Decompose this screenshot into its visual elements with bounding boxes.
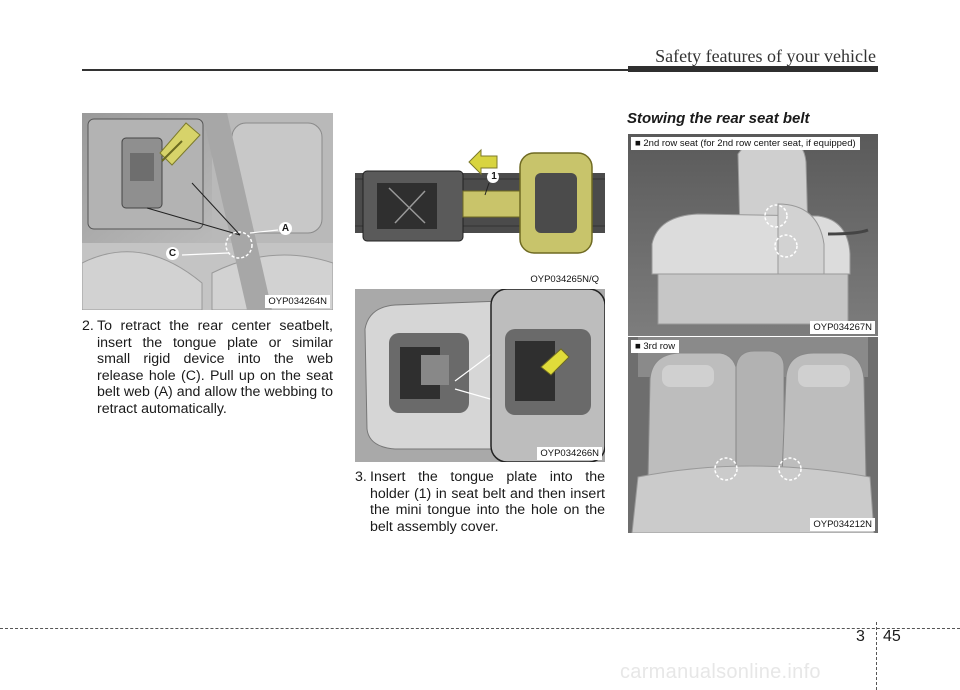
figure-caption: ■ 2nd row seat (for 2nd row center seat,…: [631, 137, 860, 150]
chapter-number: 3: [856, 628, 865, 645]
callout-1: 1: [491, 171, 497, 182]
figure-belt-assembly-cover: OYP034266N: [355, 289, 605, 462]
step-3: 3. Insert the tongue plate into the hold…: [355, 469, 605, 535]
third-row-seat-illustration: [628, 337, 878, 533]
step-text: Insert the tongue plate into the holder …: [370, 469, 605, 535]
page-number: 45: [883, 628, 901, 645]
stowing-heading: Stowing the rear seat belt: [627, 110, 810, 127]
figure-3rd-row-seat: ■ 3rd row OYP034212N: [628, 337, 878, 533]
figure-code: OYP034266N: [537, 447, 602, 460]
header-rule: [82, 69, 628, 71]
figure-code: OYP034264N: [265, 295, 330, 308]
step-2: 2. To retract the rear center seatbelt, …: [82, 318, 333, 418]
second-row-seat-illustration: [628, 134, 878, 336]
figure-code: OYP034212N: [810, 518, 875, 531]
step-number: 3.: [355, 469, 367, 485]
figure-rear-center-seatbelt: A C OYP034264N: [82, 113, 333, 310]
figure-code: OYP034265N/Q: [527, 273, 602, 286]
callout-a: A: [279, 222, 292, 235]
figure-2nd-row-seat: ■ 2nd row seat (for 2nd row center seat,…: [628, 134, 878, 336]
assembly-cover-illustration: [355, 289, 605, 462]
footer-divider: [876, 622, 877, 690]
figure-tongue-holder: 1 OYP034265N/Q: [355, 113, 605, 288]
belt-holder-illustration: [355, 148, 605, 254]
header-tab: [628, 66, 878, 72]
seat-interior-illustration: [82, 113, 333, 310]
figure-code: OYP034267N: [810, 321, 875, 334]
callout-c: C: [166, 247, 179, 260]
footer-rule: [0, 628, 960, 629]
watermark: carmanualsonline.info: [620, 661, 821, 683]
step-number: 2.: [82, 318, 94, 334]
figure-caption: ■ 3rd row: [631, 340, 680, 353]
step-text: To retract the rear center seatbelt, ins…: [97, 318, 333, 417]
section-title: Safety features of your vehicle: [655, 46, 876, 66]
